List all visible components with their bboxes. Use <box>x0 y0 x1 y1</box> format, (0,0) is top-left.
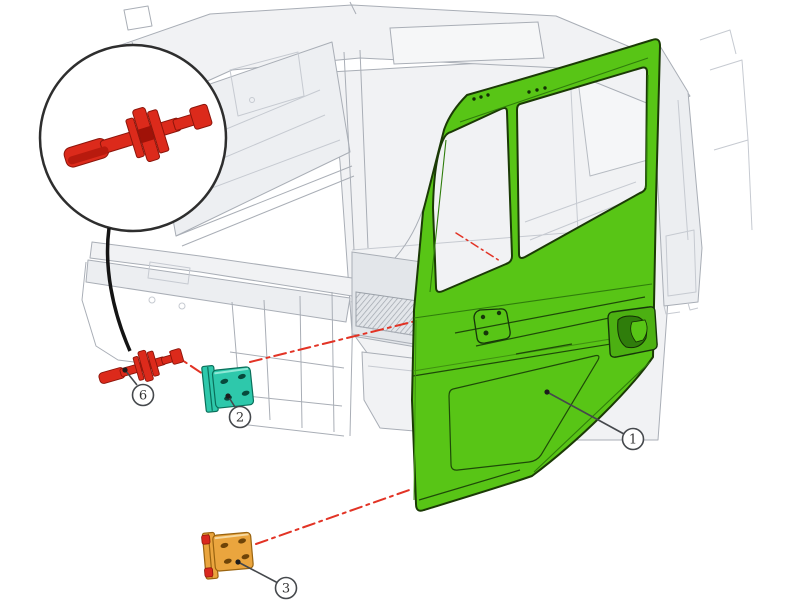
callout-6-number: 6 <box>139 389 147 404</box>
window-alignment-mark-1 <box>455 232 501 262</box>
door-assembly-part[interactable] <box>411 38 661 512</box>
callout-3-lower-hinge[interactable]: 3 <box>235 559 298 600</box>
upper-hinge-part[interactable] <box>201 362 255 413</box>
callout-1-door[interactable]: 1 <box>544 389 645 451</box>
frame-bolt-dots <box>472 86 547 101</box>
roof-hatch-opening <box>389 21 545 65</box>
bumper <box>85 259 351 323</box>
callout-2-number: 2 <box>236 411 244 426</box>
mirror-mount-pad <box>473 308 511 344</box>
upper-hinge-alignment-line <box>249 315 437 363</box>
door-handle-recess <box>607 306 658 358</box>
callout-3-number: 3 <box>282 582 290 597</box>
callout-1-number: 1 <box>629 433 637 448</box>
detail-pointer-line <box>105 227 132 352</box>
callouts: 1 2 6 3 <box>122 367 645 600</box>
check-strap-detail[interactable] <box>57 89 217 185</box>
check-strap-part[interactable] <box>95 340 186 394</box>
callout-2-upper-hinge[interactable]: 2 <box>225 393 252 429</box>
lower-hinge-alignment-line <box>255 488 413 545</box>
callout-6-check-strap[interactable]: 6 <box>122 367 155 407</box>
lower-hinge-part[interactable] <box>201 529 254 580</box>
